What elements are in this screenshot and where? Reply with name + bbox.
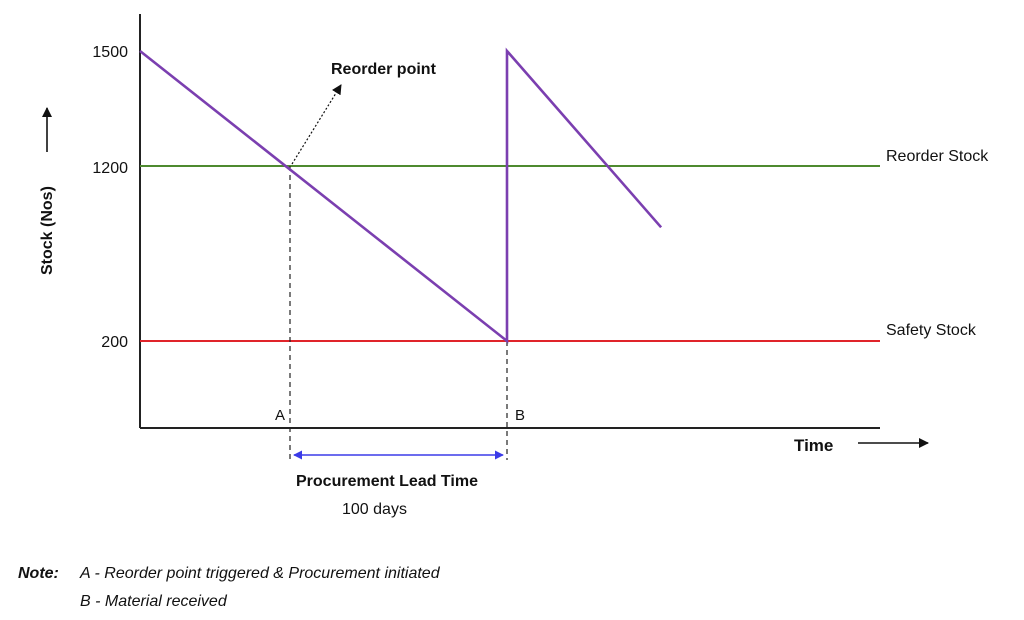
x-axis-label: Time [794,436,833,455]
lead-time-value: 100 days [342,501,407,518]
reorder-point-arrow [291,84,342,165]
y-tick-1500: 1500 [92,44,128,61]
note-line-a: A - Reorder point triggered & Procuremen… [80,565,440,582]
point-b-label: B [515,407,525,424]
stock-curve [139,47,663,344]
reorder-point-label: Reorder point [331,61,437,78]
note-row-b: B - Material received [18,588,440,616]
safety-stock-label: Safety Stock [886,322,977,339]
lead-time-label: Procurement Lead Time [296,473,478,490]
reorder-stock-label: Reorder Stock [886,148,989,165]
y-tick-200: 200 [101,334,128,351]
note-block: Note: A - Reorder point triggered & Procu… [18,560,440,616]
note-heading: Note: [18,565,59,582]
y-axis-label: Stock (Nos) [39,186,56,275]
note-row-a: Note: A - Reorder point triggered & Procu… [18,560,440,588]
note-line-b: B - Material received [80,593,227,610]
y-tick-1200: 1200 [92,160,128,177]
point-a-label: A [275,407,285,424]
